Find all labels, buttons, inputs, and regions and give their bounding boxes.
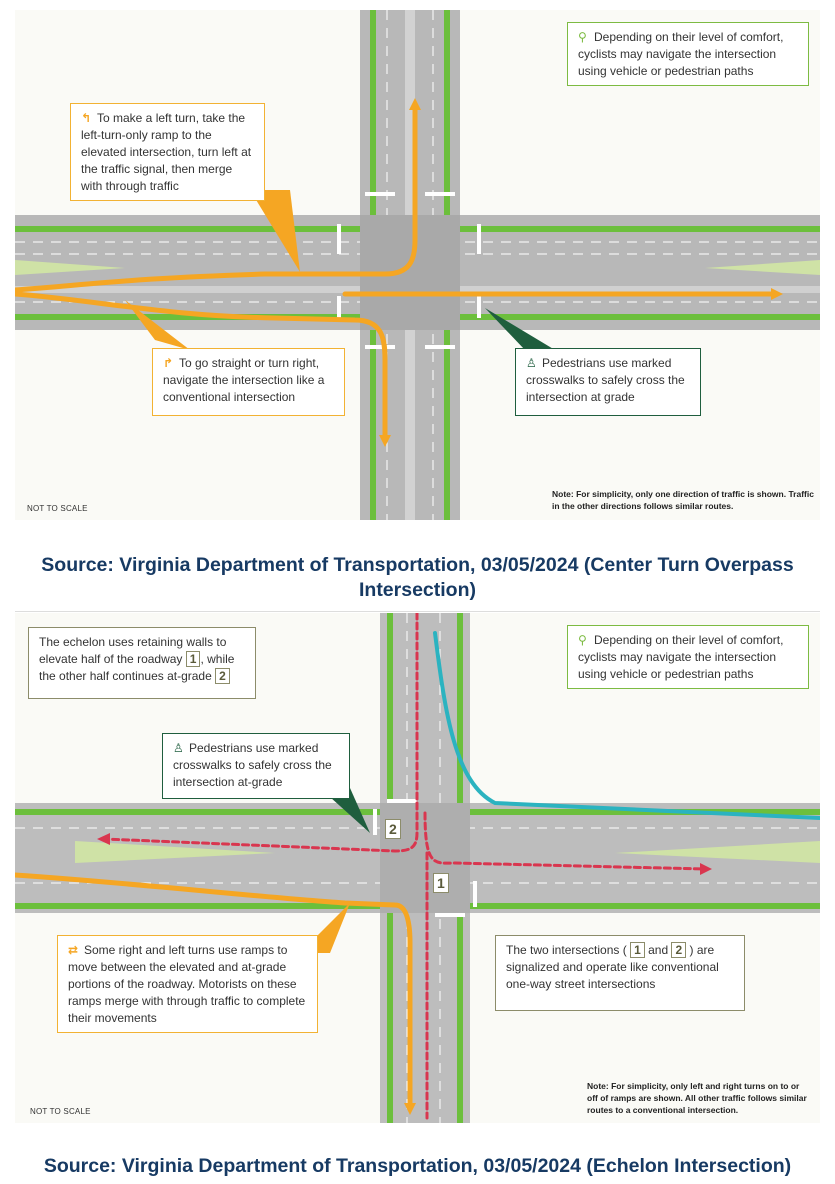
intersection-diagram-1 bbox=[15, 10, 820, 520]
callout-left-turn: ↰To make a left turn, take the left-turn… bbox=[70, 103, 265, 201]
label-box-1: 1 bbox=[185, 651, 201, 667]
intersection-diagram-2 bbox=[15, 613, 820, 1123]
callout-pedestrians: ♙Pedestrians use marked crosswalks to sa… bbox=[515, 348, 701, 416]
left-turn-pointer bbox=[250, 190, 300, 272]
bicycle-icon: ⚲ bbox=[578, 633, 587, 647]
route-ramp bbox=[15, 872, 413, 1111]
caption-figure-1: Source: Virginia Department of Transport… bbox=[41, 554, 794, 601]
not-to-scale-label: NOT TO SCALE bbox=[27, 504, 88, 513]
route-left-turn bbox=[15, 102, 778, 443]
figure-center-turn-overpass: ↰To make a left turn, take the left-turn… bbox=[15, 10, 820, 520]
intersection-label-2: 2 bbox=[385, 819, 401, 839]
callout-echelon: The echelon uses retaining walls to elev… bbox=[28, 627, 256, 699]
cyan-route bbox=[433, 631, 820, 820]
left-turn-arrow-icon: ↰ bbox=[81, 111, 92, 125]
pedestrian-pointer bbox=[320, 788, 370, 833]
callout-pedestrians: ♙Pedestrians use marked crosswalks to sa… bbox=[162, 733, 350, 799]
not-to-scale-label: NOT TO SCALE bbox=[30, 1107, 91, 1116]
straight-pointer bbox=[125, 300, 190, 350]
pedestrian-icon: ♙ bbox=[526, 356, 537, 370]
callout-ramps: ⇄Some right and left turns use ramps to … bbox=[57, 935, 318, 1033]
pedestrian-icon: ♙ bbox=[173, 741, 184, 755]
callout-cyclists: ⚲Depending on their level of comfort, cy… bbox=[567, 22, 809, 86]
intersection-label-1: 1 bbox=[433, 873, 449, 893]
callout-two-intersections: The two intersections ( 1 and 2 ) are si… bbox=[495, 935, 745, 1011]
pedestrian-pointer bbox=[485, 308, 555, 350]
caption-figure-2: Source: Virginia Department of Transport… bbox=[43, 1155, 792, 1177]
figure-divider bbox=[15, 611, 820, 612]
red-route-east bbox=[423, 811, 707, 871]
split-arrow-icon: ⇄ bbox=[68, 943, 79, 957]
callout-straight: ↱To go straight or turn right, navigate … bbox=[152, 348, 345, 416]
red-route-west bbox=[103, 613, 419, 853]
simplicity-note: Note: For simplicity, only one direction… bbox=[552, 489, 814, 511]
label-box-2: 2 bbox=[671, 942, 687, 958]
label-box-1: 1 bbox=[630, 942, 645, 958]
label-box-2: 2 bbox=[215, 668, 230, 684]
bicycle-icon: ⚲ bbox=[578, 30, 587, 44]
simplicity-note: Note: For simplicity, only left and righ… bbox=[587, 1081, 807, 1115]
callout-cyclists: ⚲Depending on their level of comfort, cy… bbox=[567, 625, 809, 689]
figure-echelon: 2 1 The echelon uses retaining walls to … bbox=[15, 613, 820, 1123]
straight-right-arrow-icon: ↱ bbox=[163, 356, 174, 370]
